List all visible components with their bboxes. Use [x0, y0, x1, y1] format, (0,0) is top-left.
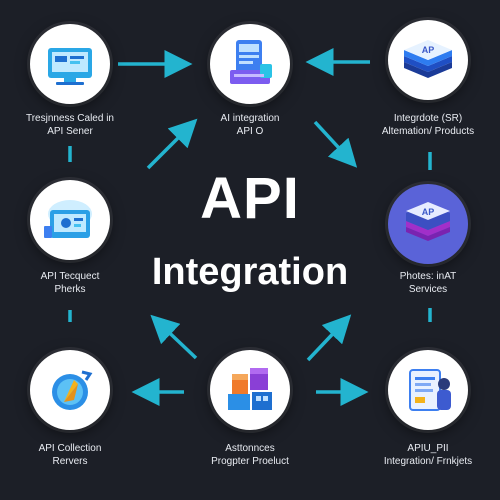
title-line-integration: Integration [151, 251, 349, 293]
arrow-bottomleft-diagonal [150, 314, 198, 360]
label-line: Tresjnness Caled in [25, 113, 114, 124]
node-bottom-left [30, 350, 110, 430]
svg-text:AP: AP [422, 207, 435, 217]
label-top-left: Tresjnness Caled in API Sener [0, 112, 145, 138]
label-line: APIU_PII [407, 443, 449, 454]
label-line: AI integration [220, 113, 280, 124]
label-line: API O [236, 126, 264, 137]
node-middle-right: AP [388, 184, 468, 264]
label-line: Asttonnces [225, 443, 275, 454]
arrow-left-diagonal-up [146, 118, 198, 170]
label-line: Rervers [52, 456, 88, 467]
label-line: Services [408, 284, 448, 295]
label-top-right: Integrdote (SR) Altemation/ Products [353, 112, 500, 138]
title-line-api: API [200, 166, 300, 231]
label-middle-right: Photes: inAT Services [353, 270, 500, 296]
node-middle-left [30, 180, 110, 260]
label-line: Integrdote (SR) [393, 113, 463, 124]
compass-arrow-icon [52, 370, 93, 410]
node-top-left [30, 24, 110, 104]
label-top-center: AI integration API O [175, 112, 325, 138]
dashboard-screen-icon [48, 48, 92, 85]
server-devices-icon [230, 40, 272, 84]
label-middle-left: API Tecquect Pherks [0, 270, 145, 296]
cube-blocks-icon [228, 368, 272, 410]
node-top-right: AP [388, 20, 468, 100]
cloud-monitor-icon [44, 200, 92, 238]
label-line: Progpter Proeluct [211, 456, 289, 467]
label-line: Photes: inAT [399, 271, 457, 282]
node-top-center [210, 24, 290, 104]
label-line: API Tecquect [40, 271, 100, 282]
node-bottom-right [388, 350, 468, 430]
label-line: API Collection [38, 443, 102, 454]
node-bottom-center [210, 350, 290, 430]
document-person-icon [409, 369, 451, 411]
svg-text:AP: AP [422, 45, 435, 55]
label-line: Integration/ Frnkjets [383, 456, 473, 467]
layered-api-stack-icon: AP [404, 40, 452, 78]
label-bottom-right: APIU_PII Integration/ Frnkjets [353, 442, 500, 468]
label-bottom-left: API Collection Rervers [0, 442, 145, 468]
arrow-right-diagonal-down [313, 120, 358, 168]
arrow-bottomright-diagonal [306, 314, 352, 362]
label-line: Altemation/ Products [381, 126, 475, 137]
api-chip-stack-icon: AP [406, 202, 450, 241]
label-line: Pherks [54, 284, 86, 295]
label-line: API Sener [47, 126, 93, 137]
label-bottom-center: Asttonnces Progpter Proeluct [175, 442, 325, 468]
